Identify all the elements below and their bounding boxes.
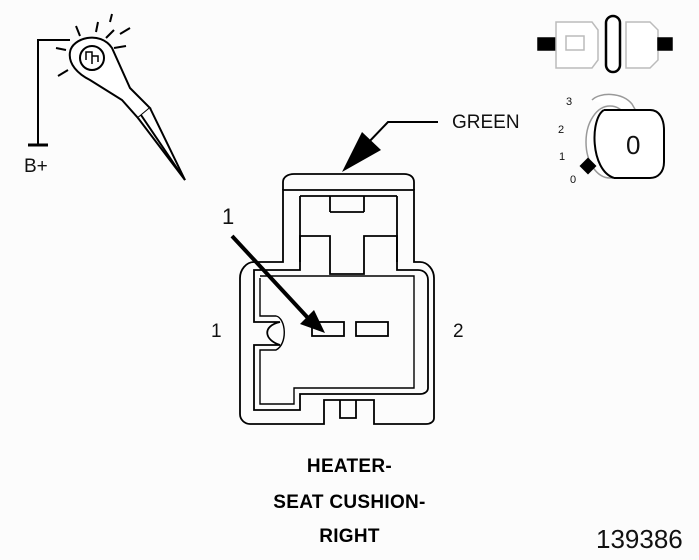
ignition-switch-icon (579, 93, 665, 179)
ignition-position-2: 2 (558, 124, 565, 136)
caption-line-3: RIGHT (319, 526, 380, 547)
pin-callout-number: 1 (222, 204, 235, 229)
connector-color-label: GREEN (452, 112, 520, 133)
pin-callout-arrow (230, 234, 325, 333)
test-light-icon (28, 13, 186, 181)
ignition-position-3: 3 (566, 96, 573, 108)
caption-line-2: SEAT CUSHION- (273, 492, 426, 513)
pin-right-label: 2 (453, 321, 464, 342)
caption-line-1: HEATER- (306, 456, 393, 477)
pin-2-cavity (355, 321, 389, 337)
pin-1-cavity (311, 321, 345, 337)
figure-number: 139386 (596, 524, 683, 554)
pin-left-label: 1 (211, 321, 222, 342)
ignition-position-0: 0 (570, 174, 577, 186)
ignition-position-1: 1 (559, 151, 566, 163)
connector-face (239, 173, 435, 425)
connector-disconnected-icon (537, 14, 673, 74)
ignition-key-position: 0 (626, 130, 641, 160)
supply-label: B+ (24, 156, 48, 177)
color-callout-arrow (342, 121, 438, 172)
